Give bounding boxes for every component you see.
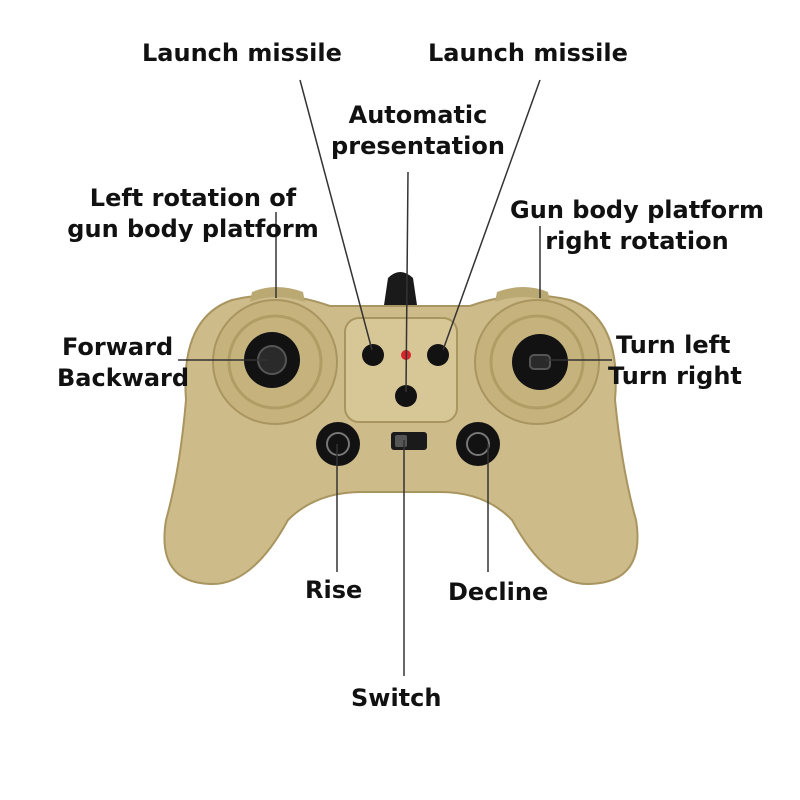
label-switch: Switch (351, 684, 442, 712)
label-right-rotation: Gun body platform right rotation (510, 196, 764, 255)
left-shoulder-button (250, 287, 305, 302)
leader-launch-missile-right (442, 79, 541, 351)
antenna (383, 272, 418, 312)
label-forward-backward: Forward Backward (57, 333, 190, 392)
rise-button (316, 422, 360, 466)
label-decline: Decline (448, 578, 549, 606)
label-left-rotation: Left rotation of gun body platform (67, 184, 319, 243)
label-launch-missile-left: Launch missile (142, 39, 342, 67)
decline-button (456, 422, 500, 466)
leader-launch-missile-left (299, 79, 373, 351)
automatic-presentation-button (395, 385, 417, 407)
leader-automatic-presentation (405, 171, 409, 393)
label-launch-missile-right: Launch missile (428, 39, 628, 67)
right-shoulder-button (495, 287, 550, 302)
label-turn-left-right: Turn left Turn right (608, 331, 742, 390)
launch-missile-left-button (362, 344, 384, 366)
label-automatic-presentation: Automatic presentation (331, 101, 505, 160)
label-rise: Rise (305, 576, 363, 604)
